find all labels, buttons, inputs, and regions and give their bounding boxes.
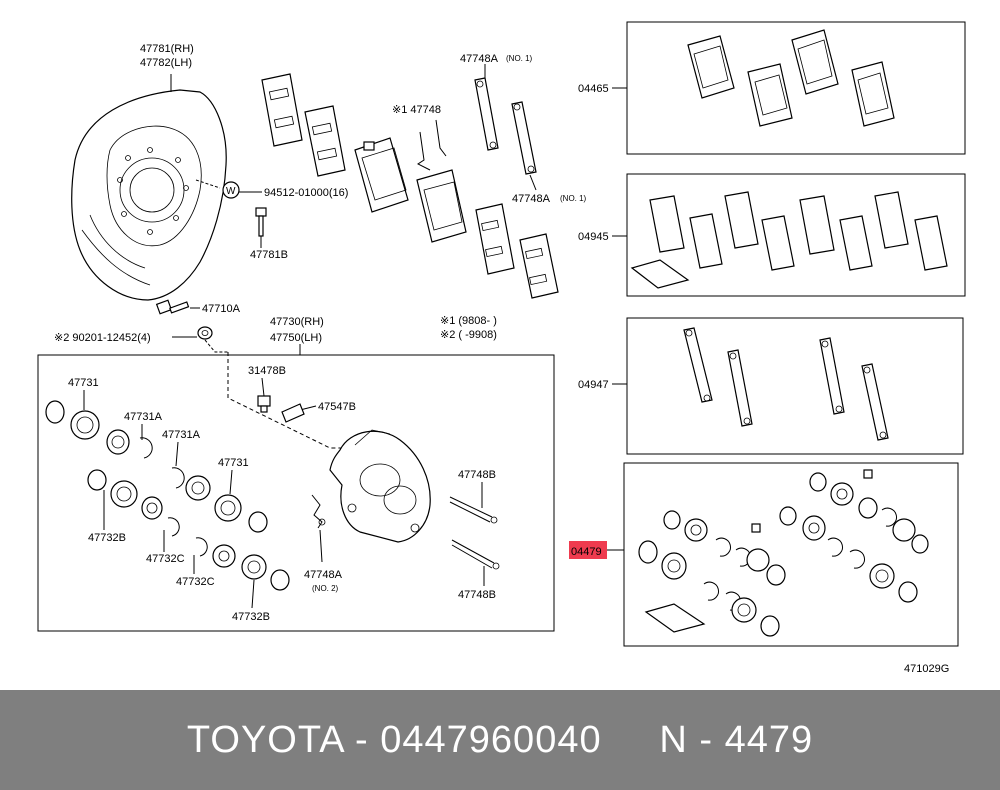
kit-04479-label: 04479 — [571, 546, 602, 558]
spring-47748a-1 — [474, 77, 499, 151]
kit-04479-highlight — [569, 541, 607, 559]
c47732c-2-label: 47732C — [176, 576, 215, 588]
caliper-rh-label: 47730(RH) — [270, 316, 324, 328]
c47731a-2-label: 47731A — [162, 429, 201, 441]
c47547b-label: 47547B — [318, 401, 356, 413]
spring-47748a-no2 — [311, 494, 323, 529]
c31478b-label: 31478B — [248, 365, 286, 377]
bolt-47781b-label: 47781B — [250, 249, 288, 261]
c47731-2-label: 47731 — [218, 457, 249, 469]
pad-shim-4 — [519, 233, 559, 299]
kit-04465-label: 04465 — [578, 83, 609, 95]
washer-symbol-letter: W — [226, 186, 236, 197]
kit-04945-shims — [630, 191, 948, 289]
clip-47748-label: ※1 47748 — [392, 104, 441, 116]
c47748b-2-label: 47748B — [458, 589, 496, 601]
brake-pad-2 — [416, 169, 467, 243]
pad-shim-3 — [475, 203, 515, 275]
kit-04479-seals — [638, 469, 929, 637]
kit-04947-springs — [683, 327, 889, 441]
pad-shim-1 — [261, 73, 303, 147]
spring-47748a-2-label: 47748A — [512, 193, 551, 205]
spring-47748a-1-label: 47748A — [460, 53, 499, 65]
caliper-assembly-box — [37, 354, 555, 632]
washer-symbol — [222, 181, 240, 199]
bleeder-47547b — [281, 403, 305, 423]
bolt-47710a-label: 47710A — [202, 303, 241, 315]
washer-90201-label: ※2 90201-12452(4) — [54, 332, 151, 344]
kit-04947-label: 04947 — [578, 379, 609, 391]
caliper-lh-label: 47750(LH) — [270, 332, 322, 344]
figure-code: 471029G — [904, 663, 949, 675]
clip-47748 — [417, 119, 447, 171]
pin-47748b-1 — [449, 496, 498, 524]
spring-47748a-1-no: (NO. 1) — [506, 54, 533, 63]
c47732b-1-label: 47732B — [88, 532, 126, 544]
note-1: ※1 (9808- ) — [440, 315, 497, 327]
bolt-47710a — [155, 299, 190, 315]
c47732b-2-label: 47732B — [232, 611, 270, 623]
footer-title: TOYOTA - 0447960040 N - 4479 — [186, 718, 814, 761]
caliper-body — [329, 429, 431, 543]
kit-04945-label: 04945 — [578, 231, 609, 243]
shield-lh-label: 47782(LH) — [140, 57, 192, 69]
bolt-47781b — [255, 207, 267, 237]
c47748a-2-label: 47748A — [304, 569, 343, 581]
c47748b-1-label: 47748B — [458, 469, 496, 481]
brake-pad-1 — [354, 137, 409, 213]
spring-47748a-2-no: (NO. 1) — [560, 194, 587, 203]
no2-label: (NO. 2) — [312, 584, 339, 593]
kit-04945-box — [626, 173, 966, 297]
dust-shield — [71, 74, 227, 301]
piston-seals — [45, 400, 290, 591]
kit-04465-pads — [687, 29, 895, 127]
washer-90201 — [197, 326, 213, 340]
kit-04479-box — [623, 462, 959, 647]
note-2: ※2 ( -9908) — [440, 329, 497, 341]
parts-diagram: 47781(RH) 47782(LH) W 94512-01000(16) 47… — [37, 21, 966, 675]
pad-shim-2 — [304, 105, 346, 177]
bleeder-31478b — [257, 395, 271, 413]
spring-47748a-2 — [511, 101, 537, 175]
kit-04947-box — [626, 317, 964, 455]
c47731-1-label: 47731 — [68, 377, 99, 389]
pin-47748b-2 — [451, 539, 500, 570]
c47732c-1-label: 47732C — [146, 553, 185, 565]
washer-bolt-label: 94512-01000(16) — [264, 187, 348, 199]
shield-rh-label: 47781(RH) — [140, 43, 194, 55]
c47731a-1-label: 47731A — [124, 411, 163, 423]
footer-bar: TOYOTA - 0447960040 N - 4479 — [0, 690, 1000, 790]
